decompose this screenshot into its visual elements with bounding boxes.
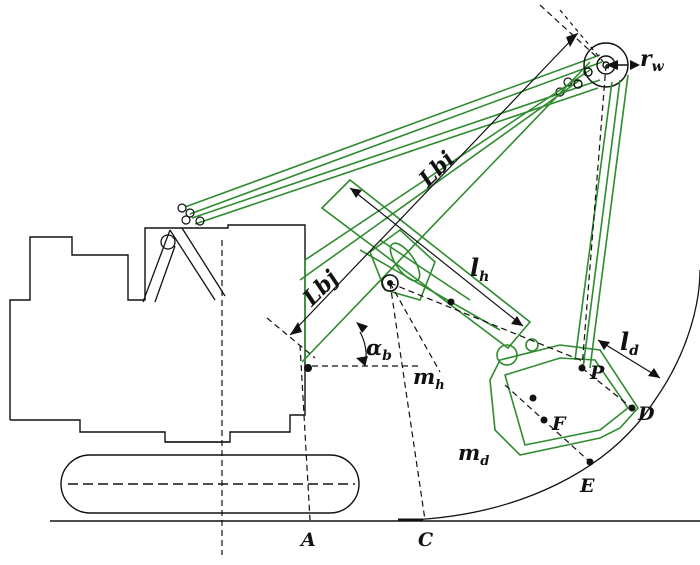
- arrowheads: [290, 33, 660, 378]
- suspension-ropes: [184, 54, 603, 225]
- dipper-handle: [320, 178, 532, 350]
- boom: [299, 61, 591, 363]
- label-mh: mh: [413, 364, 445, 393]
- hoist-rope: [574, 74, 629, 369]
- dipper-bucket: [489, 338, 640, 456]
- point-label-c: C: [418, 529, 433, 551]
- label-rw: rw: [640, 46, 665, 75]
- point-label-p: P: [589, 362, 605, 384]
- machine-body: [9, 224, 306, 443]
- point-label-e: E: [579, 475, 595, 497]
- label-alpha-b: αb: [366, 335, 392, 364]
- point-label-f: F: [551, 413, 567, 435]
- label-lh: lh: [470, 253, 489, 285]
- label-lbi: Lbi: [413, 146, 460, 193]
- point-label-d: D: [637, 403, 655, 425]
- label-ld: ld: [620, 327, 639, 359]
- crawler-track: [60, 454, 360, 514]
- point-markers: [304, 298, 636, 466]
- construction-lines: [266, 4, 661, 521]
- a-frame: [142, 227, 226, 303]
- point-label-a: A: [299, 529, 316, 551]
- shipper-shaft: [381, 274, 399, 292]
- digging-arc: [409, 269, 700, 521]
- label-md: md: [458, 440, 489, 469]
- label-lbj: Lbj: [297, 265, 344, 312]
